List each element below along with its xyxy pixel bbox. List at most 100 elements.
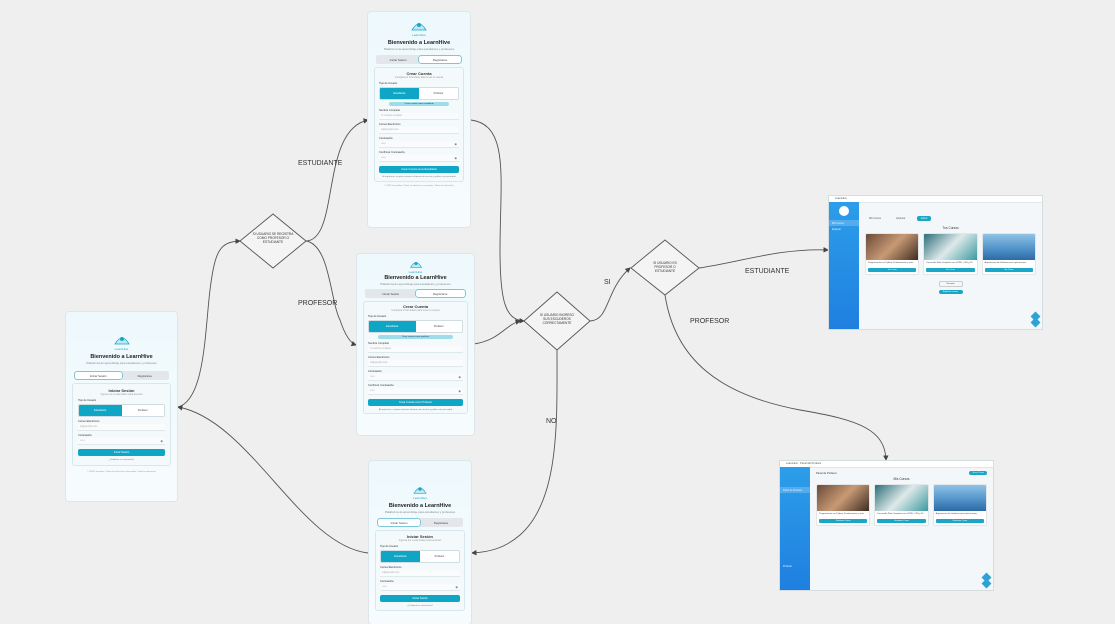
terms-text: Al registrarte, aceptas nuestros término… [382,176,456,178]
section-title: Mis Cursos [893,477,910,481]
sidebar-item-panel[interactable]: Panel de Profesor [780,487,810,493]
explore-button[interactable]: Explorar cursos [938,290,963,294]
role-teacher-button[interactable]: Profesor [415,321,462,332]
tab-register[interactable]: Registrarse [137,373,152,378]
course-card[interactable]: Programación en Python: Fundamentos y má… [865,233,920,275]
role-student-button[interactable]: Estudiante [381,551,420,562]
welcome-subtitle: Plataforma de aprendizaje para estudiant… [86,361,157,365]
manage-course-button[interactable]: Gestionar Curso [819,519,868,523]
footer-text: © 2025 LearnHive. Todos los derechos res… [86,471,157,473]
view-course-button[interactable]: Ver Curso [926,268,975,272]
tab-my-courses[interactable]: Mis Cursos [869,217,881,220]
panel-label: Panel de Profesor [816,471,837,475]
tab-explore[interactable]: Explorar [896,217,906,220]
create-course-button[interactable]: Crear Curso [969,471,987,475]
password-field[interactable]: ••••••◉ [379,141,459,148]
tab-register[interactable]: Registrarse [415,290,465,297]
tab-register[interactable]: Registrarse [433,520,449,525]
manage-course-button[interactable]: Gestionar Curso [935,519,984,523]
course-card[interactable]: Arquitectura de Software para aplicacion… [981,233,1036,275]
eye-icon[interactable]: ◉ [458,375,461,379]
dashboard-main: Panel de Profesor Crear Curso Mis Cursos… [810,467,993,590]
register-button[interactable]: Crear Cuenta como Estudiante [379,166,459,173]
role-selector: Estudiante Profesor [380,550,460,563]
register-button[interactable]: Crear Cuenta como Profesor [368,399,463,406]
email-field[interactable]: tu@ejemplo.com [78,424,165,431]
email-field[interactable]: tu@ejemplo.com [368,360,463,367]
role-teacher-button[interactable]: Profesor [419,88,458,99]
tab-login[interactable]: Iniciar Sesión [378,519,420,526]
confirm-field[interactable]: ••••••◉ [368,388,463,395]
welcome-title: Bienvenido a LearnHive [384,275,447,281]
course-list: Programación en Python: Fundamentos y má… [816,484,987,526]
auth-tabs: Iniciar Sesión Registrarse [365,289,466,298]
manage-course-button[interactable]: Gestionar Curso [877,519,926,523]
course-name: Arquitectura de Software para aplicacion… [935,513,978,515]
role-student-button[interactable]: Estudiante [79,405,122,416]
password-field[interactable]: •••••• ◉ [380,584,460,591]
name-field[interactable]: Tu nombre completo [379,113,459,120]
teacher-register-card: LearnHive Bienvenido a LearnHive Platafo… [357,254,474,435]
avatar[interactable] [839,206,849,216]
tab-login[interactable]: Iniciar Sesión [75,372,122,379]
course-card[interactable]: Desarrollo Web Completo con HTML, CSS y … [923,233,978,275]
course-image [817,485,870,511]
login-title: Iniciar Sesión [406,534,433,539]
view-course-button[interactable]: Ver Curso [868,268,917,272]
name-field[interactable]: Tu nombre completo [368,346,463,353]
course-card[interactable]: Desarrollo Web Completo con HTML, CSS y … [874,484,929,526]
course-card[interactable]: Arquitectura de Software para aplicacion… [932,484,987,526]
course-card[interactable]: Programación en Python: Fundamentos y má… [816,484,871,526]
role-selector: Estudiante Profesor [379,87,459,100]
dashboard-topbar: LearnHive [829,196,1042,203]
login-button[interactable]: Iniciar Sesión [78,449,165,456]
login-button[interactable]: Iniciar Sesión [380,595,460,602]
tab-active[interactable]: Activo [916,216,932,221]
name-label: Nombre Completo [368,342,390,345]
register-title: Crear Cuenta [402,304,429,309]
email-label: Correo Electrónico [368,356,390,359]
dashboard-tabs: Mis Cursos Explorar Activo [865,206,1036,224]
section-title: Tus Cursos [942,226,959,230]
password-placeholder: •••••• [382,586,387,588]
hive-logo-icon [406,258,426,269]
password-field[interactable]: ••••••◉ [368,374,463,381]
confirm-field[interactable]: ••••••◉ [379,155,459,162]
email-field[interactable]: tu@ejemplo.com [379,127,459,134]
tab-login[interactable]: Iniciar Sesión [382,291,400,296]
eye-icon[interactable]: ◉ [458,389,461,393]
course-image [924,234,977,260]
course-image [933,485,986,511]
password-field[interactable]: ••••••◉ [78,438,165,445]
name-label: Nombre Completo [379,109,401,112]
login-subtitle: Ingresa tus credenciales para acceder [398,539,442,542]
course-name: Programación en Python: Fundamentos y má… [819,513,865,515]
user-type-label: Tipo de Usuario [78,399,97,402]
more-button[interactable]: Ver más [938,281,963,287]
sidebar-item-courses[interactable]: Mis Cursos [829,220,859,226]
forgot-password-link[interactable]: ¿Olvidaste tu contraseña? [407,605,433,607]
role-student-button[interactable]: Estudiante [380,88,419,99]
forgot-password-link[interactable]: ¿Olvidaste tu contraseña? [108,459,135,461]
eye-icon[interactable]: ◉ [455,585,458,589]
tab-login[interactable]: Iniciar Sesión [389,57,407,62]
role-teacher-button[interactable]: Profesor [121,405,164,416]
sidebar-user[interactable]: Profesor [783,564,793,568]
tab-register[interactable]: Registrarse [419,56,461,63]
hive-logo-icon [112,332,132,346]
course-name: Desarrollo Web Completo con HTML, CSS y … [926,262,973,264]
edge-label-profesor-2: PROFESOR [690,318,730,325]
eye-icon[interactable]: ◉ [454,142,457,146]
sidebar: Panel de Profesor Profesor [780,467,810,590]
role-student-button[interactable]: Estudiante [369,321,416,332]
footer-text: © 2025 LearnHive. Todos los derechos res… [384,185,454,187]
view-course-button[interactable]: Ver Curso [984,268,1033,272]
email-field[interactable]: tu@ejemplo.com [380,570,460,577]
sidebar-item-explore[interactable]: Explorar [832,227,841,231]
role-hint: Crear cuenta como estudiante [389,102,449,106]
role-teacher-button[interactable]: Profesor [420,551,459,562]
eye-icon[interactable]: ◉ [454,156,457,160]
role-decision-text: SI USUARIO ES PROFESOR O ESTUDIANTE [653,261,677,273]
course-image [982,234,1035,260]
eye-icon[interactable]: ◉ [160,439,163,443]
